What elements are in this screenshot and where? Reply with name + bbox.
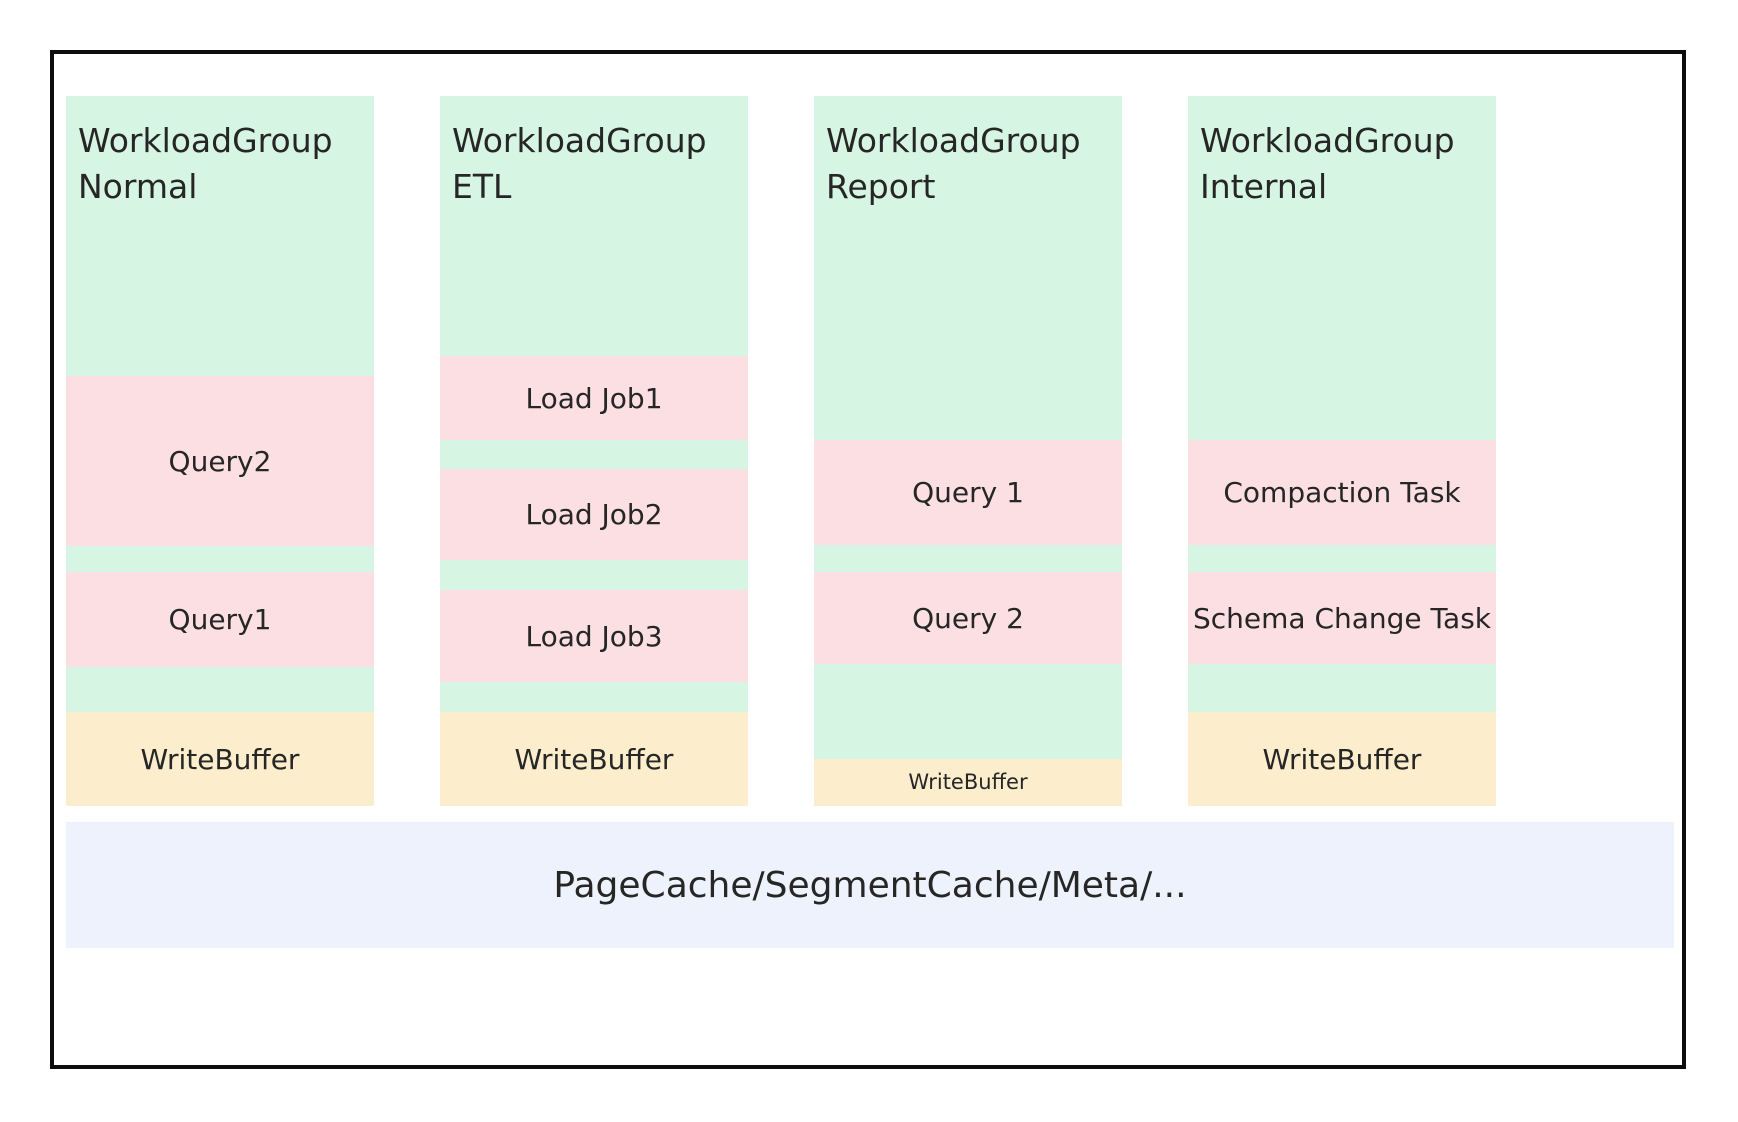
idle-gap — [1188, 545, 1496, 572]
task-block-query1[interactable]: Query1 — [66, 572, 374, 667]
writebuffer-label: WriteBuffer — [908, 770, 1028, 795]
task-block-compaction-task[interactable]: Compaction Task — [1188, 440, 1496, 545]
task-label: Query 1 — [912, 476, 1024, 509]
task-label: Load Job1 — [525, 381, 663, 415]
idle-gap — [440, 682, 748, 712]
workload-group-header-report: WorkloadGroup Report — [814, 96, 1122, 440]
writebuffer-label: WriteBuffer — [1262, 742, 1422, 776]
workload-group-header-etl: WorkloadGroup ETL — [440, 96, 748, 356]
task-block-load-job3[interactable]: Load Job3 — [440, 590, 748, 682]
task-label: Schema Change Task — [1192, 601, 1491, 635]
writebuffer-block[interactable]: WriteBuffer — [440, 712, 748, 806]
workload-group-columns: WorkloadGroup Normal Query2 Query1 Write… — [66, 96, 1674, 806]
idle-gap — [66, 546, 374, 572]
task-block-load-job1[interactable]: Load Job1 — [440, 356, 748, 440]
idle-gap — [440, 560, 748, 590]
writebuffer-block[interactable]: WriteBuffer — [66, 712, 374, 806]
task-label: Query 2 — [912, 601, 1024, 635]
task-block-schema-change-task[interactable]: Schema Change Task — [1188, 572, 1496, 664]
idle-gap — [440, 440, 748, 469]
task-label: Compaction Task — [1223, 476, 1461, 509]
diagram-frame: WorkloadGroup Normal Query2 Query1 Write… — [50, 50, 1686, 1069]
workload-group-header-normal: WorkloadGroup Normal — [66, 96, 374, 376]
task-block-query-2[interactable]: Query 2 — [814, 572, 1122, 664]
writebuffer-label: WriteBuffer — [140, 742, 300, 776]
task-label: Load Job2 — [525, 498, 663, 531]
workload-group-column-internal[interactable]: WorkloadGroup Internal Compaction Task S… — [1188, 96, 1496, 806]
shared-cache-label: PageCache/SegmentCache/Meta/... — [553, 864, 1187, 906]
task-label: Load Job3 — [525, 619, 663, 653]
workload-group-column-etl[interactable]: WorkloadGroup ETL Load Job1 Load Job2 Lo… — [440, 96, 748, 806]
task-label: Query2 — [168, 444, 272, 478]
idle-gap — [814, 545, 1122, 572]
task-block-load-job2[interactable]: Load Job2 — [440, 469, 748, 560]
workload-group-header-internal: WorkloadGroup Internal — [1188, 96, 1496, 440]
idle-gap — [814, 664, 1122, 759]
writebuffer-block[interactable]: WriteBuffer — [814, 759, 1122, 806]
workload-group-column-normal[interactable]: WorkloadGroup Normal Query2 Query1 Write… — [66, 96, 374, 806]
writebuffer-block[interactable]: WriteBuffer — [1188, 712, 1496, 806]
writebuffer-label: WriteBuffer — [514, 742, 674, 776]
task-block-query2[interactable]: Query2 — [66, 376, 374, 546]
idle-gap — [66, 667, 374, 712]
task-block-query-1[interactable]: Query 1 — [814, 440, 1122, 545]
workload-group-column-report[interactable]: WorkloadGroup Report Query 1 Query 2 Wri… — [814, 96, 1122, 806]
shared-cache-bar[interactable]: PageCache/SegmentCache/Meta/... — [66, 822, 1674, 948]
idle-gap — [1188, 664, 1496, 712]
task-label: Query1 — [168, 603, 272, 636]
